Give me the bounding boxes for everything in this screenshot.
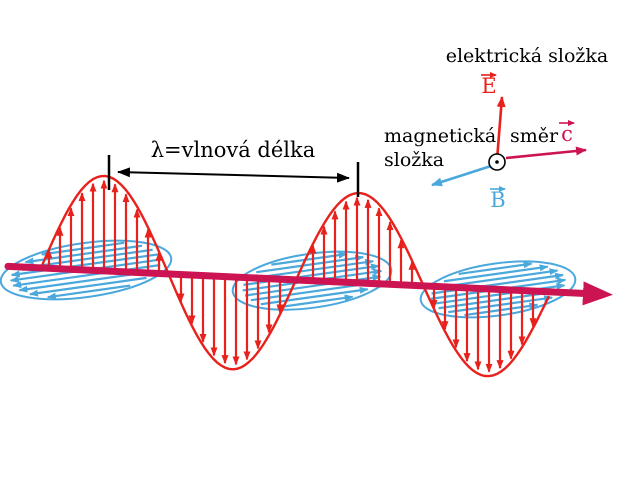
direction-label: směr (510, 125, 559, 147)
axes-legend: elektrická složka magnetická složka směr… (384, 45, 608, 212)
b-symbol-text: B (490, 188, 505, 212)
wavelength-annotation: λ=vlnová délka (107, 138, 360, 197)
c-symbol-text: c (561, 122, 573, 146)
magnetic-field-arrow (29, 276, 147, 297)
e-symbol-text: E (481, 74, 496, 98)
magnetic-field-arrow (12, 263, 161, 289)
propagation-arrow (4, 262, 613, 306)
magnetic-field-arrow (260, 286, 369, 306)
wavelength-double-arrow (117, 167, 350, 183)
magnetic-field-arrow (10, 253, 159, 278)
magnetic-field-arrow (443, 264, 549, 283)
electric-field-wave (39, 174, 551, 378)
magnetic-field-arrow (458, 261, 533, 276)
wavelength-label: λ=vlnová délka (151, 138, 316, 162)
electric-component-label: elektrická složka (446, 45, 609, 67)
c-axis-arrow (505, 146, 587, 160)
out-of-page-dot (495, 160, 499, 164)
e-vector-symbol: E (481, 72, 497, 98)
magnetic-component-label-line1: magnetická (384, 125, 496, 147)
c-vector-symbol: c (559, 120, 575, 146)
b-vector-symbol: B (490, 186, 506, 212)
b-axis-arrow (431, 164, 492, 187)
magnetic-field-arrow (46, 284, 131, 300)
magnetic-component-label-line2: složka (384, 149, 444, 171)
magnetic-field-arrow (277, 294, 354, 309)
electric-field-arrows (45, 179, 537, 373)
e-axis-arrow (495, 96, 506, 161)
magnetic-lobe-outline (419, 260, 577, 319)
